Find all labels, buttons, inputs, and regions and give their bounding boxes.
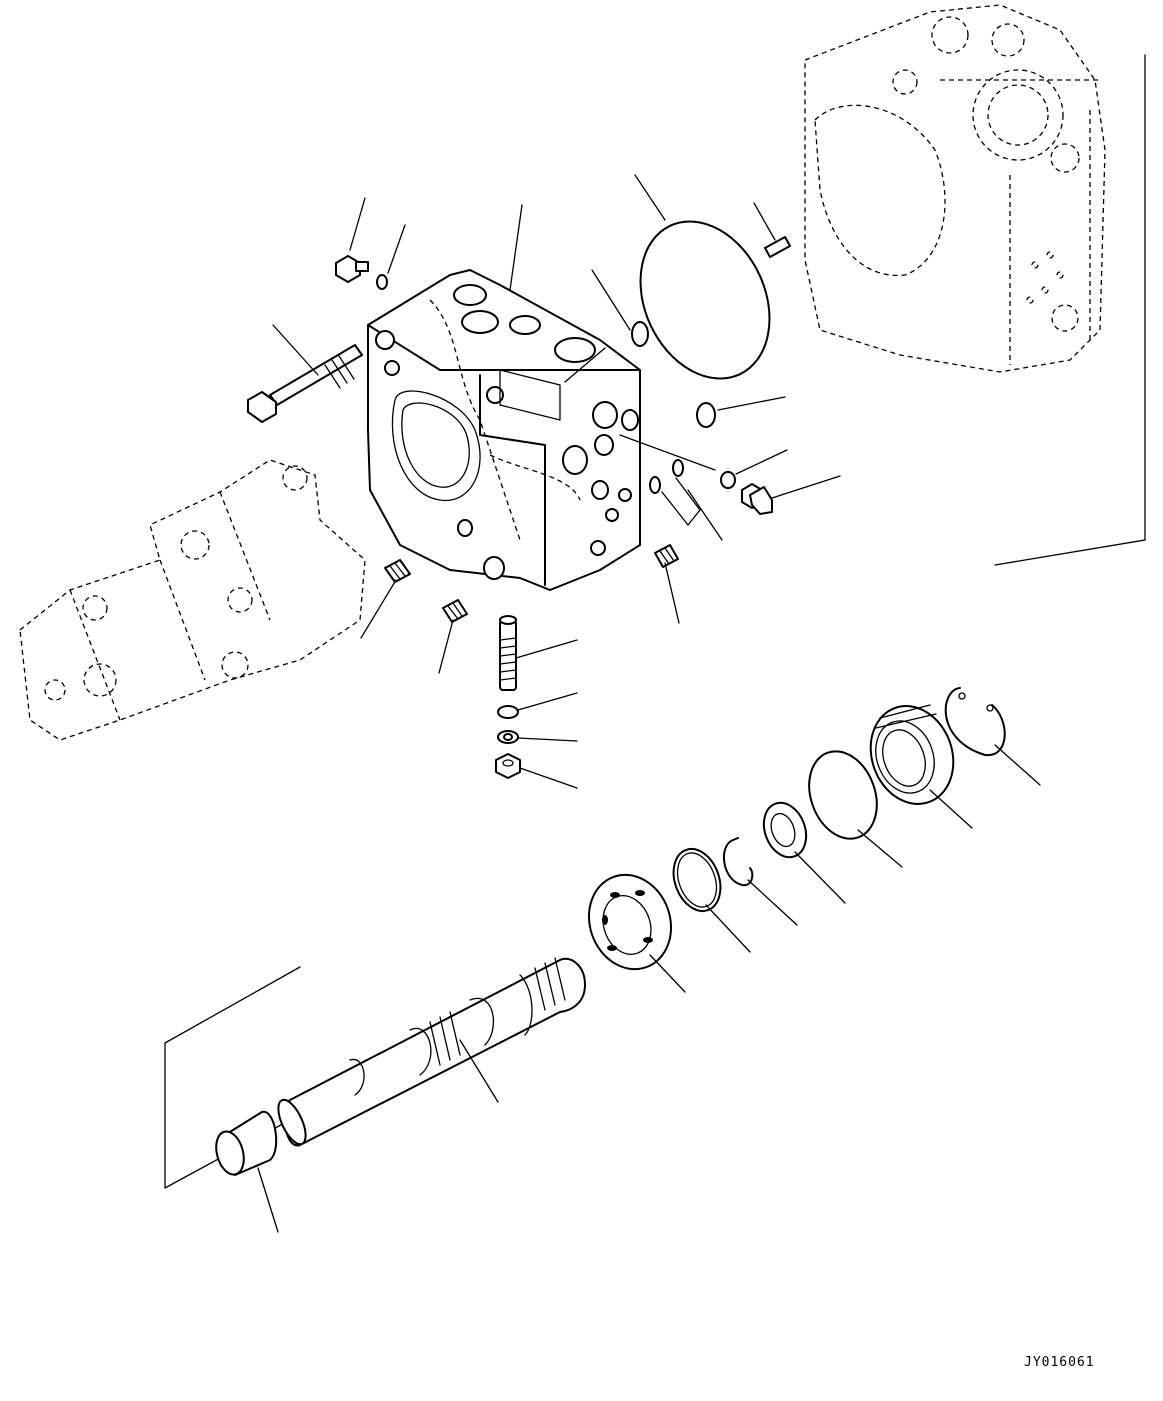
cover-plate [808,750,878,840]
o-ring-pair [696,402,736,489]
washer [497,730,519,744]
snap-ring-large [944,687,1006,757]
small-o-ring-case [631,321,649,347]
plugs-lower [384,544,679,623]
washer-o-ring [497,705,519,719]
plug-right [741,483,773,515]
small-o-ring-top [376,274,388,290]
gasket [639,220,771,380]
nut [495,753,521,779]
bushing [215,1110,278,1176]
pump-case [367,269,641,591]
dowel-pin [764,236,791,258]
oil-seal [762,801,808,859]
pump-housing-outline [804,4,1106,373]
stud [499,615,517,691]
shaft [277,957,586,1147]
seal-cage [869,704,955,805]
pump-assembly-outline [19,459,366,741]
drawing-code: JY016061 [1024,1355,1095,1370]
spacer-ring [672,848,722,912]
leader-lines [257,174,1041,1233]
flange-bolt [335,255,369,283]
long-bolt [247,344,363,423]
reference-frame-lines [164,54,1146,1189]
snap-ring-small [722,837,754,887]
small-seals-pair [649,459,701,526]
bearing [587,873,673,971]
